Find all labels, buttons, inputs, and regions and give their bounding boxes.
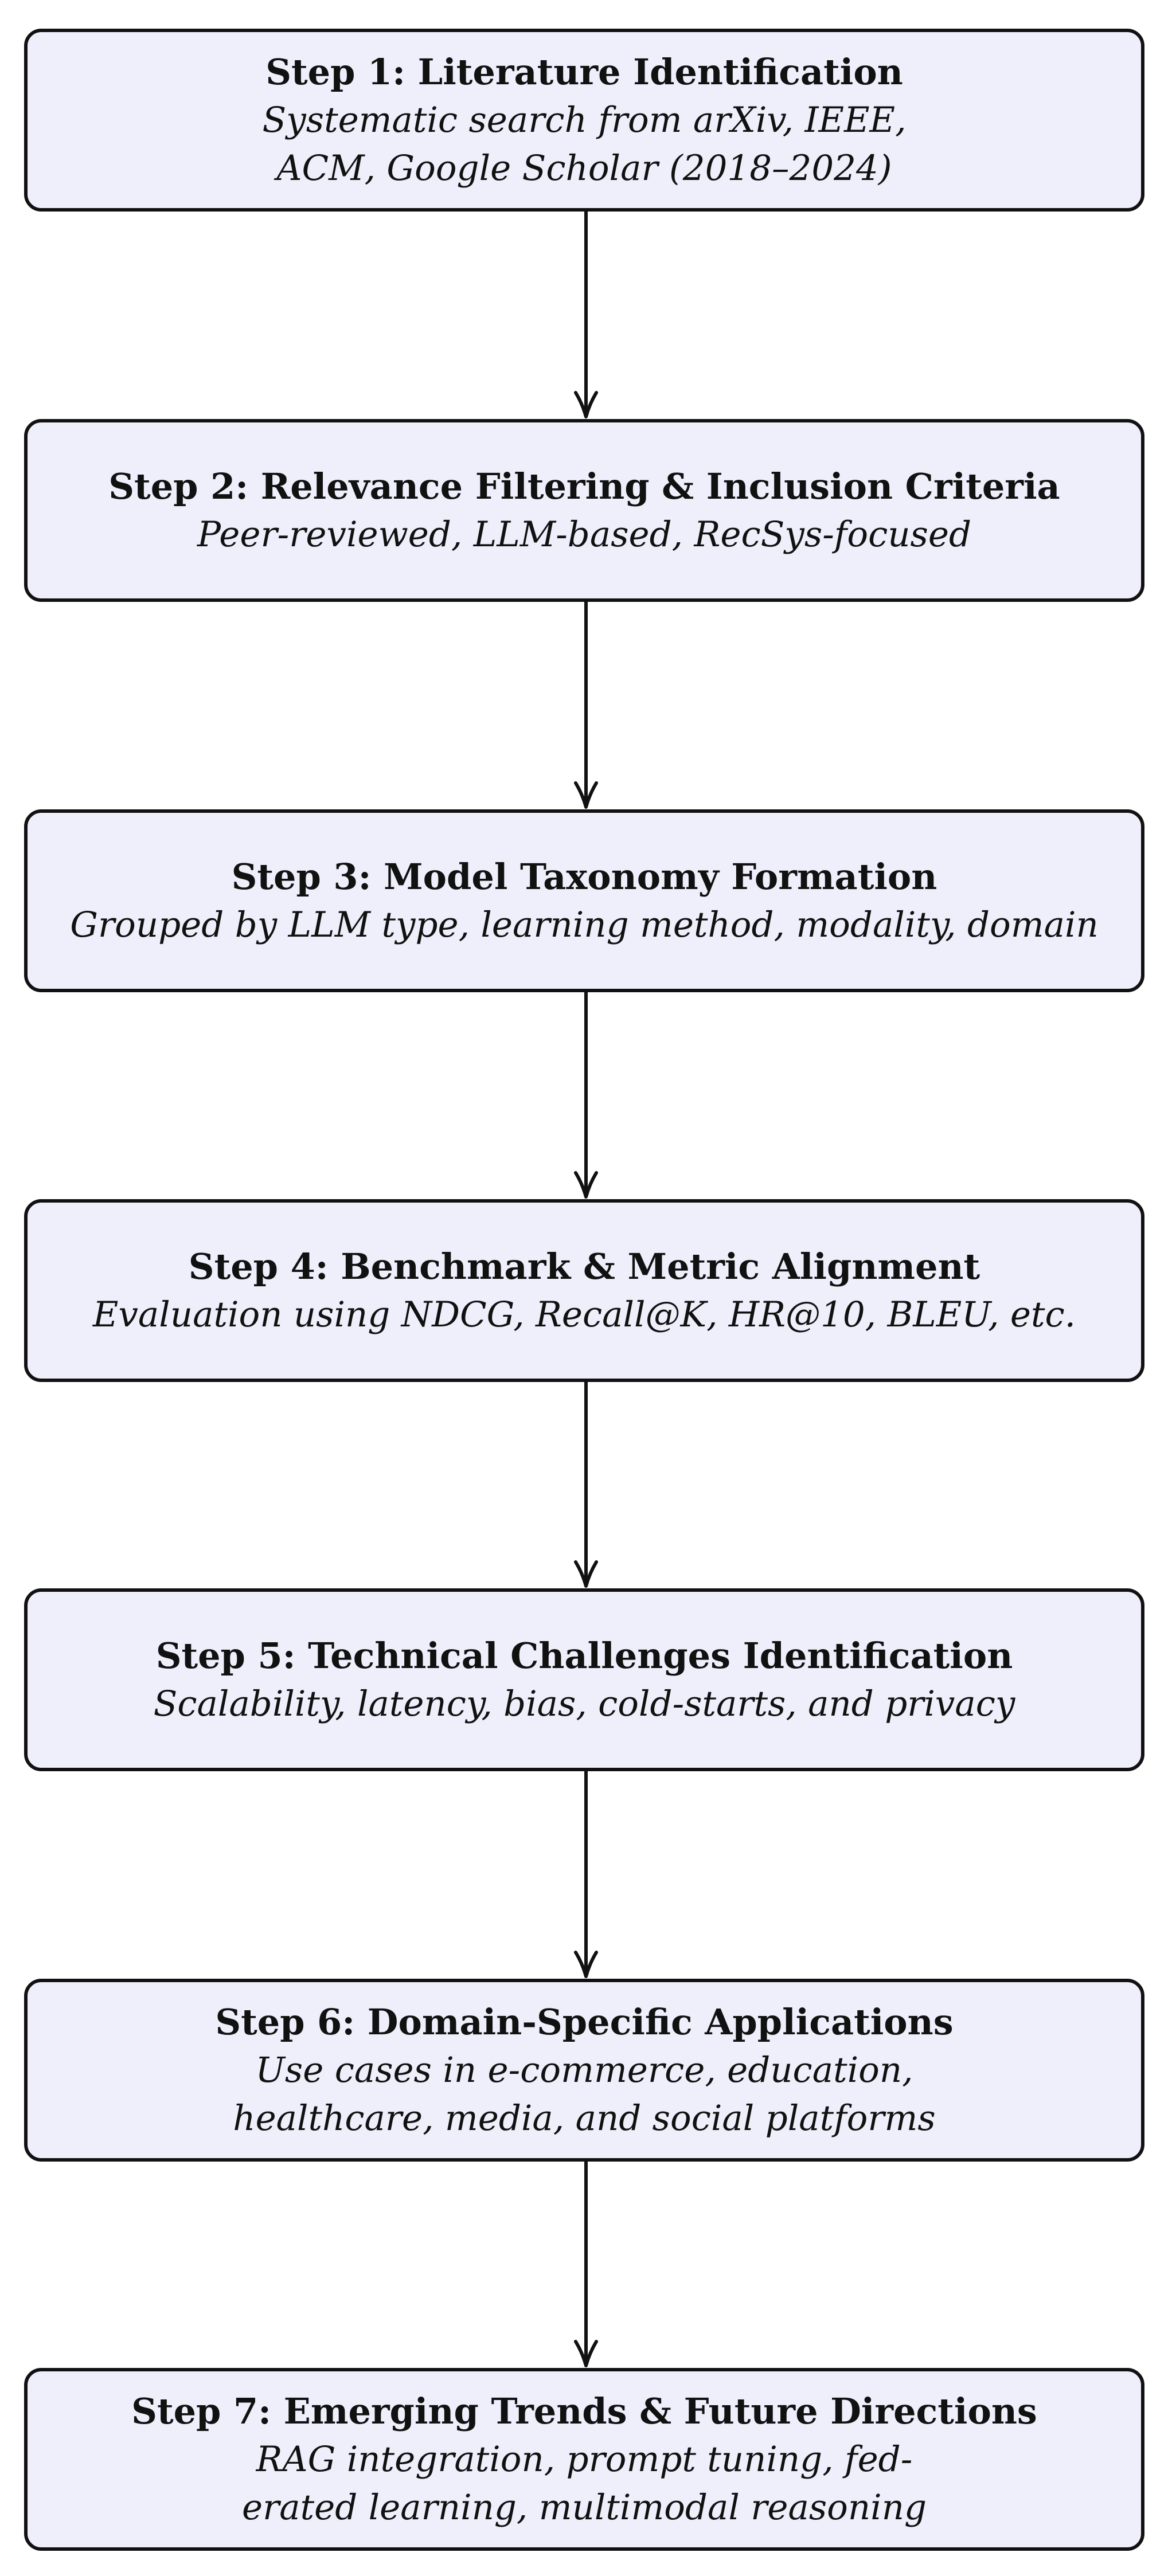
step-7-description-line-2: erated learning, multimodal reasoning bbox=[241, 2487, 927, 2528]
step-1-description-line-2: ACM, Google Scholar (2018–2024) bbox=[276, 147, 892, 189]
step-2-box: Step 2: Relevance Filtering & Inclusion … bbox=[24, 419, 1144, 602]
step-6-description-line-1: Use cases in e-commerce, education, bbox=[255, 2049, 913, 2090]
step-5-box: Step 5: Technical Challenges Identificat… bbox=[24, 1588, 1144, 1771]
step-7-description-line-1: RAG integration, prompt tuning, fed- bbox=[256, 2438, 913, 2480]
arrow-step-3-to-4 bbox=[574, 991, 598, 1199]
step-2-description-line-1: Peer-reviewed, LLM-based, RecSys-focused bbox=[197, 514, 972, 555]
step-7-box: Step 7: Emerging Trends & Future Directi… bbox=[24, 2368, 1144, 2551]
step-4-description-line-1: Evaluation using NDCG, Recall@K, HR@10, … bbox=[92, 1294, 1076, 1335]
arrow-step-1-to-2 bbox=[574, 210, 598, 418]
step-4-box: Step 4: Benchmark & Metric Alignment Eva… bbox=[24, 1199, 1144, 1382]
step-5-title: Step 5: Technical Challenges Identificat… bbox=[155, 1634, 1013, 1677]
step-7-title: Step 7: Emerging Trends & Future Directi… bbox=[131, 2390, 1037, 2432]
step-3-box: Step 3: Model Taxonomy Formation Grouped… bbox=[24, 809, 1144, 992]
step-6-title: Step 6: Domain-Specific Applications bbox=[215, 2000, 954, 2043]
step-5-description-line-1: Scalability, latency, bias, cold-starts,… bbox=[153, 1683, 1015, 1724]
arrow-step-4-to-5 bbox=[574, 1380, 598, 1588]
arrow-step-2-to-3 bbox=[574, 600, 598, 809]
step-4-title: Step 4: Benchmark & Metric Alignment bbox=[188, 1245, 980, 1287]
arrow-step-6-to-7 bbox=[574, 2160, 598, 2367]
step-1-box: Step 1: Literature Identification System… bbox=[24, 29, 1144, 212]
step-1-description-line-1: Systematic search from arXiv, IEEE, bbox=[262, 99, 907, 140]
step-1-title: Step 1: Literature Identification bbox=[265, 50, 903, 93]
step-3-title: Step 3: Model Taxonomy Formation bbox=[231, 855, 937, 898]
step-2-title: Step 2: Relevance Filtering & Inclusion … bbox=[108, 465, 1060, 507]
step-3-description-line-1: Grouped by LLM type, learning method, mo… bbox=[70, 904, 1099, 945]
step-6-box: Step 6: Domain-Specific Applications Use… bbox=[24, 1979, 1144, 2162]
step-6-description-line-2: healthcare, media, and social platforms bbox=[233, 2097, 936, 2139]
arrow-step-5-to-6 bbox=[574, 1769, 598, 1978]
